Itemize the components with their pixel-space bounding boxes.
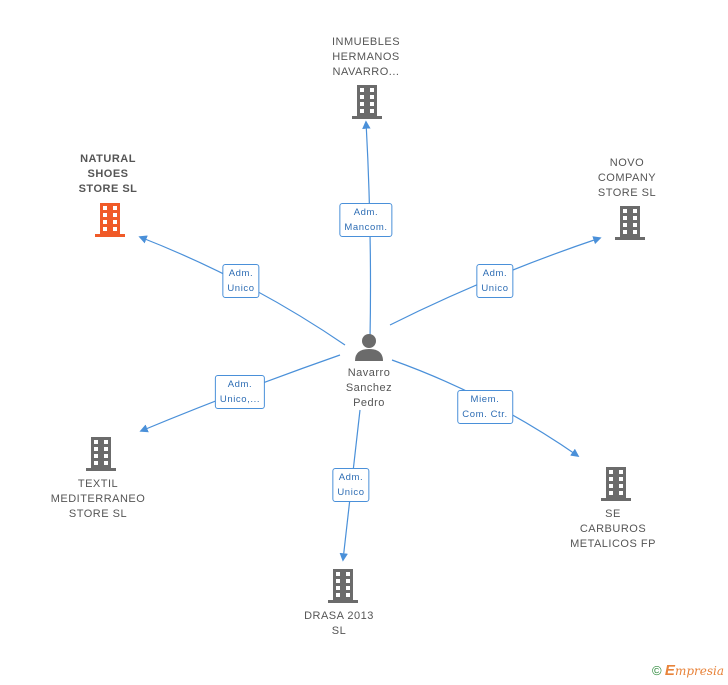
company-name-line: TEXTIL: [77, 478, 119, 490]
company-label-natural[interactable]: NATURAL SHOES STORE SL: [79, 152, 138, 197]
relation-line: Adm.: [353, 207, 379, 218]
relation-line: Unico,...: [219, 394, 261, 405]
company-name-line: SE: [605, 508, 621, 520]
company-label-textil[interactable]: TEXTIL MEDITERRANEO STORE SL: [51, 477, 146, 522]
person-icon[interactable]: [354, 332, 384, 367]
company-label-carburos[interactable]: SE CARBUROS METALICOS FP: [570, 507, 656, 552]
company-name-line: METALICOS FP: [570, 538, 656, 550]
relation-line: Unico: [481, 283, 509, 294]
relation-line: Miem.: [470, 394, 500, 405]
company-name-line: HERMANOS: [332, 51, 400, 63]
company-name-line: COMPANY: [597, 172, 657, 184]
brand-name: mpresia: [674, 664, 724, 678]
building-icon[interactable]: [615, 206, 645, 245]
company-name-line: NATURAL: [80, 153, 136, 165]
relation-line: Adm.: [338, 472, 364, 483]
building-icon[interactable]: [601, 467, 631, 506]
building-icon[interactable]: [328, 569, 358, 608]
relation-line: Unico: [337, 487, 365, 498]
company-label-drasa[interactable]: DRASA 2013 SL: [304, 609, 374, 639]
building-icon-highlight[interactable]: [95, 203, 125, 242]
company-name-line: STORE SL: [597, 187, 657, 199]
relation-line: Adm.: [227, 379, 253, 390]
company-name-line: STORE SL: [78, 183, 138, 195]
building-icon[interactable]: [352, 85, 382, 124]
person-name[interactable]: Navarro Sanchez Pedro: [346, 366, 392, 411]
person-name-line: Pedro: [353, 397, 385, 409]
relation-label-carburos[interactable]: Miem. Com. Ctr.: [457, 390, 513, 424]
company-name-line: INMUEBLES: [331, 36, 401, 48]
relation-line: Adm.: [228, 268, 254, 279]
building-icon[interactable]: [86, 437, 116, 476]
relation-line: Com. Ctr.: [462, 409, 508, 420]
copyright-icon: ©: [651, 663, 662, 678]
company-name-line: NAVARRO...: [332, 66, 400, 78]
company-name-line: SHOES: [87, 168, 129, 180]
relation-label-drasa[interactable]: Adm. Unico: [332, 468, 370, 502]
person-name-line: Sanchez: [345, 382, 393, 394]
relation-label-natural[interactable]: Adm. Unico: [222, 264, 260, 298]
company-name-line: MEDITERRANEO: [50, 493, 146, 505]
company-name-line: DRASA 2013: [304, 610, 374, 622]
company-label-inmuebles[interactable]: INMUEBLES HERMANOS NAVARRO...: [332, 35, 400, 80]
company-label-novo[interactable]: NOVO COMPANY STORE SL: [598, 156, 656, 201]
company-name-line: SL: [331, 625, 347, 637]
person-name-line: Navarro: [347, 367, 391, 379]
company-name-line: STORE SL: [68, 508, 128, 520]
company-name-line: NOVO: [609, 157, 645, 169]
brand-initial: E: [664, 662, 675, 679]
relation-label-textil[interactable]: Adm. Unico,...: [214, 375, 266, 409]
relation-line: Mancom.: [344, 222, 388, 233]
relation-line: Adm.: [482, 268, 508, 279]
relation-label-inmuebles[interactable]: Adm. Mancom.: [339, 203, 393, 237]
empresia-logo: © Empresia: [652, 662, 724, 679]
relation-label-novo[interactable]: Adm. Unico: [476, 264, 514, 298]
company-name-line: CARBUROS: [579, 523, 647, 535]
relation-line: Unico: [227, 283, 255, 294]
